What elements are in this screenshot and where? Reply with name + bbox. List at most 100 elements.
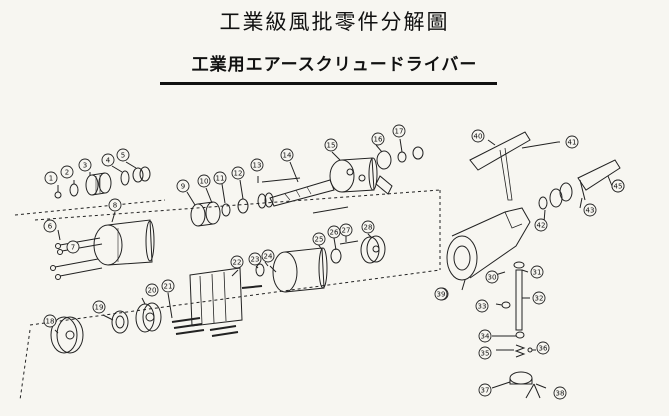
callout-17: 17 bbox=[392, 124, 406, 138]
callout-9: 9 bbox=[176, 179, 190, 193]
part-11-ring bbox=[237, 198, 249, 214]
callout-number: 37 bbox=[481, 387, 490, 395]
part-4-ring bbox=[120, 170, 130, 186]
part-41-trigger-lever bbox=[469, 131, 531, 201]
callout-number: 40 bbox=[474, 133, 483, 141]
callout-number: 5 bbox=[121, 152, 125, 160]
callout-number: 28 bbox=[364, 224, 373, 232]
callout-1: 1 bbox=[44, 171, 58, 185]
callout-24: 24 bbox=[261, 249, 275, 263]
part-38-valve-cap bbox=[509, 371, 533, 385]
callout-16: 16 bbox=[371, 132, 385, 146]
callout-7: 7 bbox=[66, 240, 80, 254]
part-18-end-plate bbox=[50, 316, 84, 354]
callout-number: 42 bbox=[537, 222, 546, 230]
callout-39: 39 bbox=[434, 287, 448, 301]
callout-6: 6 bbox=[43, 219, 57, 233]
part-12-collar bbox=[257, 192, 274, 209]
callout-number: 33 bbox=[478, 303, 487, 311]
title-underline bbox=[160, 82, 497, 85]
part-24-washer bbox=[255, 263, 265, 277]
part-5-bushing bbox=[132, 166, 151, 183]
callout-4: 4 bbox=[101, 153, 115, 167]
callout-number: 21 bbox=[164, 283, 173, 291]
callout-number: 13 bbox=[253, 162, 262, 170]
part-13b-rod bbox=[312, 206, 349, 214]
callout-38: 38 bbox=[553, 386, 567, 400]
part-44-screw bbox=[579, 179, 586, 201]
part-30-main-body bbox=[446, 207, 531, 281]
callout-number: 41 bbox=[568, 139, 577, 147]
callout-number: 17 bbox=[395, 128, 404, 136]
callout-34: 34 bbox=[478, 329, 492, 343]
callout-number: 25 bbox=[315, 236, 324, 244]
callout-45: 45 bbox=[611, 179, 625, 193]
part-2-washer bbox=[69, 183, 79, 197]
part-28-pin bbox=[339, 240, 359, 245]
callout-number: 10 bbox=[200, 178, 209, 186]
callout-10: 10 bbox=[197, 174, 211, 188]
callout-number: 15 bbox=[327, 142, 336, 150]
diagram-title: 工業級風批零件分解圖 bbox=[219, 10, 450, 34]
callout-13: 13 bbox=[250, 158, 264, 172]
callout-2: 2 bbox=[60, 165, 74, 179]
part-42-pin bbox=[521, 141, 559, 149]
part-37-ball bbox=[527, 347, 533, 353]
callout-number: 32 bbox=[535, 295, 544, 303]
part-45-hanger bbox=[577, 159, 621, 191]
callout-3: 3 bbox=[78, 158, 92, 172]
callout-number: 30 bbox=[488, 274, 497, 282]
part-17a-washer bbox=[397, 151, 407, 163]
part-6-screws bbox=[50, 237, 103, 280]
callout-27: 27 bbox=[339, 223, 353, 237]
part-10-washer bbox=[221, 203, 231, 217]
callout-number: 43 bbox=[586, 207, 595, 215]
callout-number: 8 bbox=[113, 202, 117, 210]
callout-40: 40 bbox=[471, 129, 485, 143]
part-20-bearing bbox=[111, 310, 129, 334]
callout-number: 31 bbox=[533, 269, 542, 277]
callout-43: 43 bbox=[583, 203, 597, 217]
part-22-blades bbox=[171, 317, 239, 337]
callout-number: 16 bbox=[374, 136, 383, 144]
part-1-pin bbox=[54, 191, 62, 199]
callout-number: 11 bbox=[216, 175, 225, 183]
callout-15: 15 bbox=[324, 138, 338, 152]
plane-line-bottom-left bbox=[19, 329, 31, 401]
part-13-pin bbox=[261, 177, 301, 183]
part-15-clutch-housing bbox=[329, 157, 378, 193]
callout-37: 37 bbox=[478, 383, 492, 397]
part-16-ball bbox=[376, 150, 392, 170]
part-36-spring bbox=[514, 344, 526, 358]
callout-number: 26 bbox=[330, 229, 339, 237]
callout-23: 23 bbox=[248, 252, 262, 266]
callout-number: 45 bbox=[614, 183, 623, 191]
callout-8: 8 bbox=[108, 198, 122, 212]
part-23-rotor bbox=[189, 267, 263, 327]
callout-36: 36 bbox=[536, 341, 550, 355]
callout-number: 38 bbox=[556, 390, 565, 398]
callout-33: 33 bbox=[475, 299, 489, 313]
callout-14: 14 bbox=[280, 148, 294, 162]
callout-32: 32 bbox=[532, 291, 546, 305]
callout-12: 12 bbox=[231, 166, 245, 180]
part-27-ring bbox=[330, 248, 342, 264]
callout-number: 7 bbox=[71, 244, 75, 252]
diagram-subtitle: 工業用エアースクリュードライバー bbox=[191, 55, 478, 75]
part-15b-key bbox=[375, 175, 393, 195]
plane-line-upper bbox=[34, 189, 441, 221]
part-9-cylinder bbox=[190, 201, 221, 227]
callout-number: 27 bbox=[342, 227, 351, 235]
callout-41: 41 bbox=[565, 135, 579, 149]
callout-number: 2 bbox=[65, 169, 69, 177]
part-21-rotor-plate bbox=[135, 302, 162, 333]
callout-18: 18 bbox=[43, 314, 57, 328]
callout-number: 39 bbox=[437, 291, 446, 299]
callout-number: 4 bbox=[106, 157, 111, 165]
callout-35: 35 bbox=[478, 346, 492, 360]
callout-number: 23 bbox=[251, 256, 260, 264]
callout-30: 30 bbox=[485, 270, 499, 284]
